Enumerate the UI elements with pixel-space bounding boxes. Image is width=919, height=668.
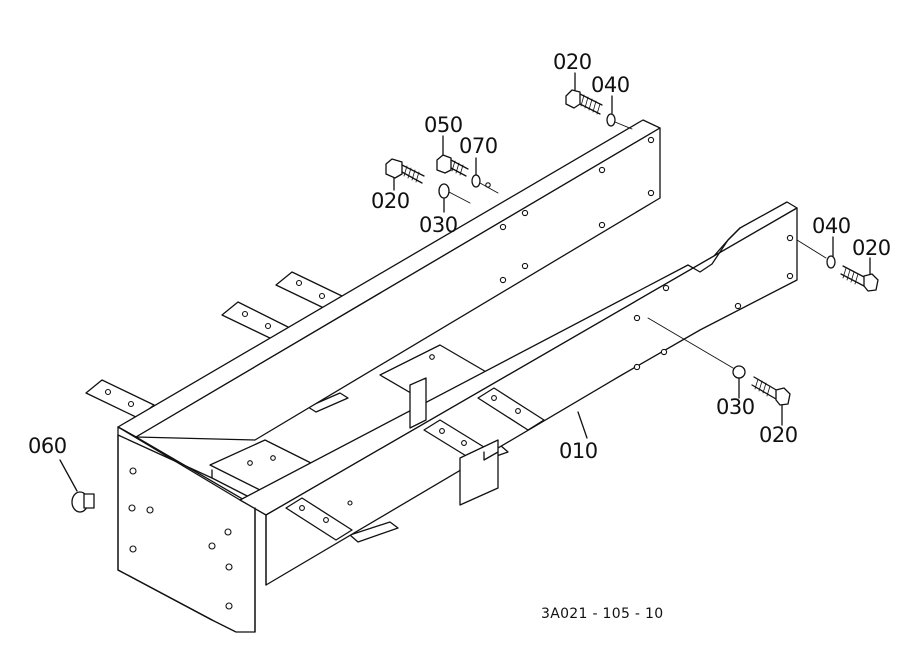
- label-plug-060: 060: [28, 434, 67, 458]
- label-washer-070: 070: [459, 134, 498, 158]
- bolt-side: [796, 236, 879, 292]
- front-end-plate: [117, 434, 256, 633]
- bolt-front: [647, 317, 791, 426]
- label-bolt-020-front: 020: [759, 423, 798, 447]
- label-bolt-020-side: 020: [852, 236, 891, 260]
- mounting-brackets-front: [285, 377, 545, 541]
- drawing-code: 3A021 - 105 - 10: [541, 606, 664, 622]
- label-bolt-020-top-right: 020: [553, 50, 592, 74]
- right-side-rail: [239, 201, 798, 633]
- label-bolt-050: 050: [424, 113, 463, 137]
- bolt-050: [436, 135, 499, 194]
- label-bolt-020-left: 020: [371, 189, 410, 213]
- bolt-left: [385, 158, 471, 213]
- mounting-brackets-rear: [85, 271, 345, 419]
- label-washer-040-top-right: 040: [591, 73, 630, 97]
- label-washer-030-front: 030: [716, 395, 755, 419]
- label-washer-040-side: 040: [812, 214, 851, 238]
- frame-010-leader: [577, 411, 588, 439]
- label-frame-010: 010: [559, 439, 598, 463]
- label-washer-030-left: 030: [419, 213, 458, 237]
- bolt-top-right: [565, 72, 633, 130]
- plug-060-part: [59, 459, 95, 513]
